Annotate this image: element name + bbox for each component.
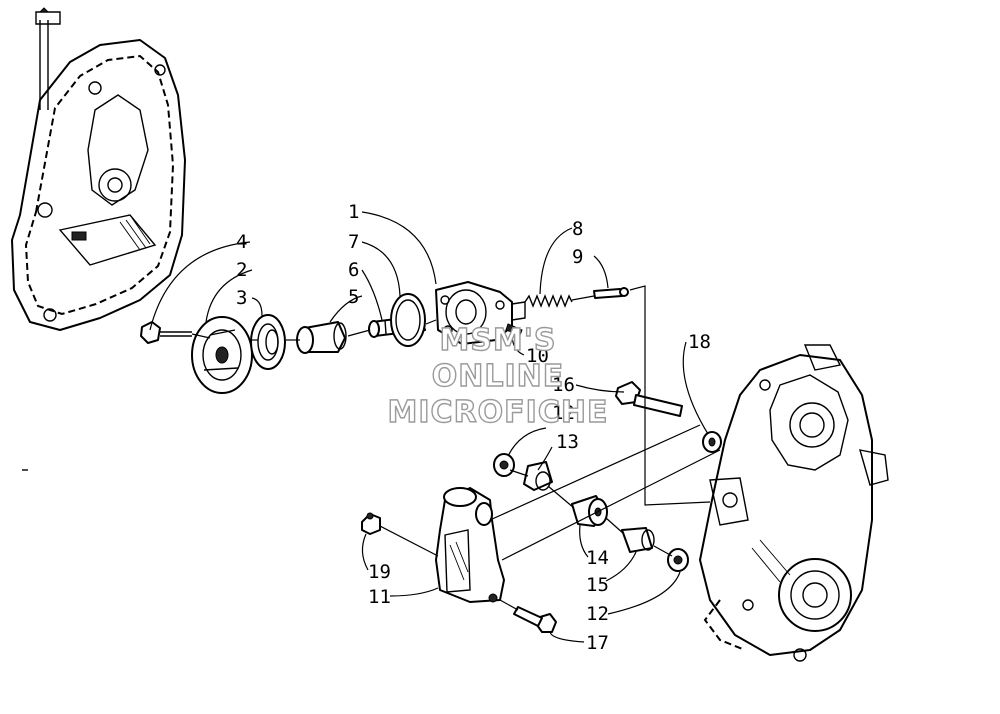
part-8-spring — [524, 294, 573, 308]
part-16-bolt — [615, 381, 683, 417]
part-2-cover-plate — [191, 316, 253, 394]
callout-leaders — [149, 211, 709, 643]
callout-17: 17 — [586, 632, 609, 654]
part-19-grease-fitting — [361, 512, 381, 535]
callout-12-lower: 12 — [586, 603, 609, 625]
callout-12-upper: 12 — [552, 402, 575, 424]
callout-1: 1 — [348, 201, 359, 223]
part-13-bushing — [523, 461, 553, 491]
part-5-bushing — [296, 321, 347, 354]
callout-3: 3 — [236, 287, 247, 309]
part-3-seal — [250, 314, 286, 370]
part-9-plunger — [593, 287, 629, 299]
watermark-line-3: MICROFICHE — [388, 395, 609, 430]
callout-6: 6 — [348, 259, 359, 281]
part-15-spacer — [621, 527, 655, 553]
callout-19: 19 — [368, 561, 391, 583]
callout-10: 10 — [526, 345, 549, 367]
callout-4: 4 — [236, 231, 247, 253]
callout-16: 16 — [552, 374, 575, 396]
part-18-washer — [702, 431, 722, 453]
watermark-line-1: MSM'S — [439, 323, 556, 358]
part-12-washer-lower — [667, 548, 689, 572]
callout-11: 11 — [368, 586, 391, 608]
part-11-tensioner-arm — [435, 487, 505, 603]
part-7-o-ring — [390, 293, 426, 347]
callout-2: 2 — [236, 259, 247, 281]
chaincase-housing-right — [699, 344, 889, 662]
part-4-bolt — [140, 321, 192, 344]
chaincase-cover-left — [11, 7, 186, 471]
callout-5: 5 — [348, 286, 359, 308]
part-10-screw — [505, 323, 523, 336]
callout-14: 14 — [586, 547, 609, 569]
callout-15: 15 — [586, 574, 609, 596]
part-17-bolt — [513, 606, 557, 633]
callout-13: 13 — [556, 431, 579, 453]
watermark: MSM'S ONLINE MICROFICHE — [387, 322, 609, 430]
callout-labels: 1 7 6 5 4 2 3 8 9 10 16 12 13 18 14 15 1… — [236, 201, 711, 654]
part-12-washer-upper — [493, 453, 515, 477]
callout-18: 18 — [688, 331, 711, 353]
callout-8: 8 — [572, 218, 583, 240]
callout-7: 7 — [348, 231, 359, 253]
assembly-lines — [191, 285, 721, 611]
watermark-line-2: ONLINE — [432, 359, 565, 394]
callout-9: 9 — [572, 246, 583, 268]
